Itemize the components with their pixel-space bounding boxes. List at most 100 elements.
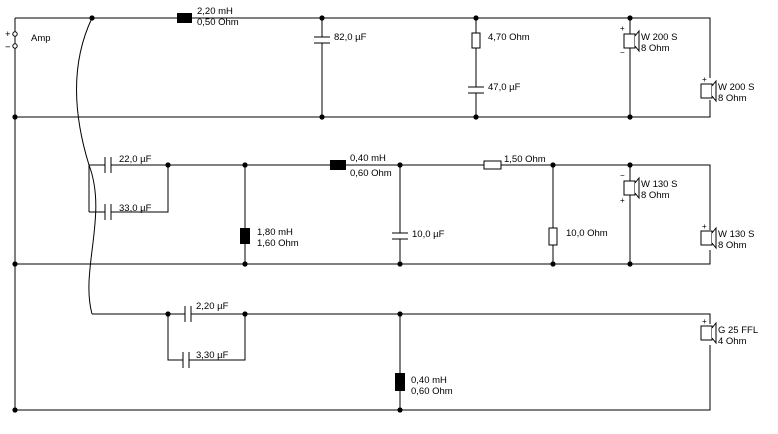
inductor-resistance: 0,50 Ohm bbox=[197, 17, 239, 28]
driver-impedance: 4 Ohm bbox=[718, 336, 747, 347]
speaker-icon bbox=[700, 230, 713, 246]
polarity-minus: − bbox=[620, 48, 625, 57]
junction bbox=[165, 311, 171, 317]
capacitor-icon bbox=[182, 352, 190, 368]
junctions bbox=[12, 15, 633, 413]
driver-w130s-bottom: + W 130 S 8 Ohm bbox=[700, 222, 754, 251]
junction bbox=[12, 261, 18, 267]
inductor-icon bbox=[177, 13, 192, 23]
polarity-plus: + bbox=[702, 75, 707, 84]
inductor-value: 1,80 mH bbox=[257, 227, 293, 238]
capacitor-10uf: 10,0 µF bbox=[392, 229, 445, 240]
junction bbox=[627, 261, 633, 267]
inductor-icon bbox=[240, 228, 250, 244]
polarity-plus: + bbox=[702, 222, 707, 231]
resistor-icon bbox=[471, 32, 481, 49]
junction bbox=[89, 15, 95, 21]
polarity-minus: − bbox=[620, 171, 625, 180]
junction bbox=[397, 407, 403, 413]
amp-plus-terminal bbox=[12, 31, 18, 37]
junction bbox=[397, 162, 403, 168]
capacitor-value: 82,0 µF bbox=[334, 32, 367, 43]
amp-minus-sign: − bbox=[5, 42, 11, 53]
driver-g25ffl: + G 25 FFL 4 Ohm bbox=[700, 317, 758, 347]
speaker-cone-icon bbox=[711, 226, 717, 250]
junction bbox=[627, 114, 633, 120]
wire-mid-hot bbox=[89, 164, 711, 230]
capacitor-3-30uf: 3,30 µF bbox=[182, 350, 229, 368]
capacitor-value: 2,20 µF bbox=[196, 301, 229, 312]
wires bbox=[14, 17, 711, 411]
resistor-icon bbox=[548, 227, 558, 246]
driver-name: W 130 S bbox=[641, 179, 677, 190]
junction bbox=[165, 162, 171, 168]
driver-impedance: 8 Ohm bbox=[641, 43, 670, 54]
capacitor-icon bbox=[184, 306, 192, 322]
inductor-0-40mh-high: 0,40 mH 0,60 Ohm bbox=[395, 373, 453, 397]
capacitor-icon bbox=[104, 157, 112, 173]
polarity-plus: + bbox=[620, 196, 625, 205]
resistor-value: 10,0 Ohm bbox=[566, 228, 608, 239]
capacitor-47uf: 47,0 µF bbox=[468, 82, 521, 94]
inductor-value: 0,40 mH bbox=[411, 375, 447, 386]
junction bbox=[12, 114, 18, 120]
capacitor-value: 33,0 µF bbox=[119, 203, 152, 214]
junction bbox=[242, 261, 248, 267]
driver-name: G 25 FFL bbox=[718, 325, 758, 336]
resistor-10-0ohm: 10,0 Ohm bbox=[548, 227, 608, 246]
capacitor-value: 3,30 µF bbox=[196, 350, 229, 361]
inductor-value: 2,20 mH bbox=[197, 6, 233, 17]
driver-w200s-top: + − W 200 S 8 Ohm bbox=[620, 24, 677, 57]
capacitor-82uf: 82,0 µF bbox=[314, 32, 367, 44]
speaker-cone-icon bbox=[711, 321, 717, 345]
junction bbox=[397, 261, 403, 267]
junction bbox=[397, 311, 403, 317]
driver-impedance: 8 Ohm bbox=[718, 240, 747, 251]
driver-name: W 200 S bbox=[641, 32, 677, 43]
wire-high-return bbox=[15, 345, 711, 411]
inductor-icon bbox=[330, 160, 346, 170]
capacitor-icon bbox=[468, 86, 484, 94]
amp-terminals: + − Amp bbox=[5, 29, 51, 53]
speaker-icon bbox=[623, 180, 636, 196]
capacitor-2-20uf: 2,20 µF bbox=[184, 301, 229, 322]
capacitor-icon bbox=[392, 232, 408, 240]
driver-impedance: 8 Ohm bbox=[641, 190, 670, 201]
wire-mid-cap-b bbox=[89, 165, 169, 213]
junction bbox=[242, 311, 248, 317]
resistor-4-70ohm: 4,70 Ohm bbox=[471, 32, 530, 49]
junction bbox=[242, 162, 248, 168]
inductor-2-20mh: 2,20 mH 0,50 Ohm bbox=[177, 6, 239, 28]
inductor-resistance: 0,60 Ohm bbox=[350, 168, 392, 179]
inductor-resistance: 1,60 Ohm bbox=[257, 238, 299, 249]
wire-feed-curve bbox=[76, 17, 97, 315]
capacitor-22uf: 22,0 µF bbox=[104, 154, 152, 173]
resistor-value: 1,50 Ohm bbox=[504, 154, 546, 165]
amp-label: Amp bbox=[31, 33, 51, 44]
capacitor-icon bbox=[314, 36, 330, 44]
speaker-cone-icon bbox=[711, 79, 717, 103]
driver-name: W 200 S bbox=[718, 82, 754, 93]
speaker-icon bbox=[623, 33, 636, 49]
wire-top-hot bbox=[92, 17, 711, 78]
inductor-value: 0,40 mH bbox=[350, 153, 386, 164]
wire-mid-return bbox=[15, 250, 711, 265]
junction bbox=[12, 407, 18, 413]
junction bbox=[319, 15, 325, 21]
inductor-1-80mh: 1,80 mH 1,60 Ohm bbox=[240, 227, 299, 249]
junction bbox=[550, 261, 556, 267]
wire-top-return bbox=[15, 100, 711, 118]
driver-name: W 130 S bbox=[718, 229, 754, 240]
inductor-0-40mh-mid: 0,40 mH 0,60 Ohm bbox=[330, 153, 392, 179]
speaker-cone-icon bbox=[634, 176, 640, 200]
capacitor-value: 47,0 µF bbox=[488, 82, 521, 93]
driver-w200s-bottom: + W 200 S 8 Ohm bbox=[700, 75, 754, 104]
resistor-value: 4,70 Ohm bbox=[488, 32, 530, 43]
junction bbox=[627, 162, 633, 168]
polarity-plus: + bbox=[620, 24, 625, 33]
junction bbox=[473, 15, 479, 21]
driver-impedance: 8 Ohm bbox=[718, 93, 747, 104]
junction bbox=[627, 15, 633, 21]
speaker-icon bbox=[700, 83, 713, 99]
